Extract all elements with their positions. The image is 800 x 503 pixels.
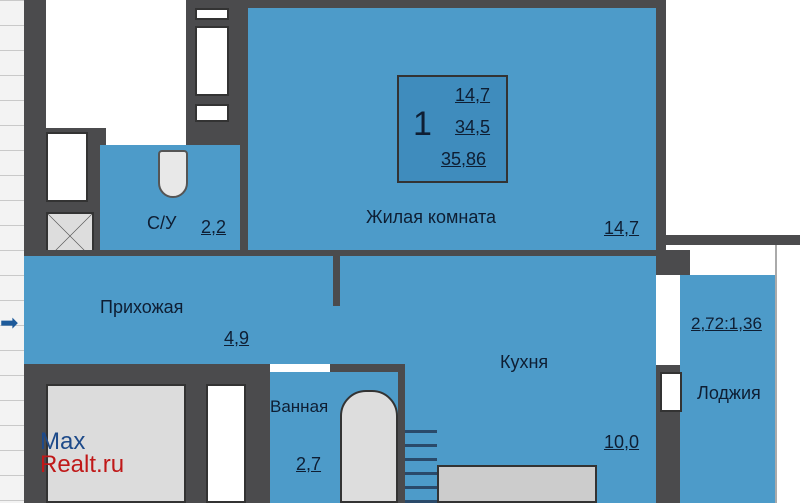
wall bbox=[240, 145, 248, 255]
room-name: Ванная bbox=[270, 397, 329, 416]
window bbox=[660, 372, 682, 412]
room-name: Лоджия bbox=[697, 383, 761, 403]
blurred-area bbox=[46, 0, 196, 128]
wall bbox=[398, 364, 405, 503]
loggia-glazing bbox=[775, 245, 800, 503]
room-area: 2,2 bbox=[201, 217, 227, 237]
living-area: 14,7 bbox=[455, 85, 491, 105]
room-area: 14,7 bbox=[604, 218, 640, 238]
shaft bbox=[206, 384, 246, 503]
shaft bbox=[195, 8, 229, 20]
shaft bbox=[195, 26, 229, 96]
room-area: 4,9 bbox=[224, 328, 250, 348]
wall bbox=[330, 364, 405, 372]
room-name: Жилая комната bbox=[366, 207, 497, 227]
total-area-with-loggia: 35,86 bbox=[441, 149, 487, 169]
wall bbox=[46, 250, 600, 256]
entrance-arrow-icon: ➡ bbox=[0, 310, 19, 335]
total-area: 34,5 bbox=[455, 117, 491, 137]
stairwell-grid bbox=[0, 0, 26, 503]
room-area: 10,0 bbox=[604, 432, 640, 452]
loggia bbox=[680, 275, 775, 503]
radiator bbox=[405, 430, 437, 503]
watermark-line2: Realt.ru bbox=[40, 451, 125, 478]
room-area: 2,72:1,36 bbox=[691, 314, 762, 333]
watermark-logo: Max Realt.ru bbox=[40, 428, 125, 478]
room-count: 1 bbox=[413, 105, 432, 143]
kitchen-counter bbox=[437, 465, 597, 503]
outer-wall-right bbox=[656, 0, 666, 255]
info-box: 1 14,7 34,5 35,86 bbox=[397, 75, 508, 183]
room-name: С/У bbox=[147, 213, 177, 233]
room-name: Прихожая bbox=[100, 297, 184, 317]
outer-wall-top bbox=[46, 0, 666, 8]
shaft bbox=[46, 132, 88, 202]
shaft bbox=[195, 104, 229, 122]
neighbour-area bbox=[46, 384, 186, 503]
watermark-line1: Max bbox=[40, 428, 86, 455]
room-area: 2,7 bbox=[296, 454, 322, 474]
bathtub bbox=[340, 390, 398, 503]
toilet-icon bbox=[158, 150, 188, 198]
room-name: Кухня bbox=[500, 352, 549, 372]
hallway bbox=[24, 256, 340, 364]
wall bbox=[333, 256, 340, 306]
loggia-wall bbox=[666, 235, 800, 245]
